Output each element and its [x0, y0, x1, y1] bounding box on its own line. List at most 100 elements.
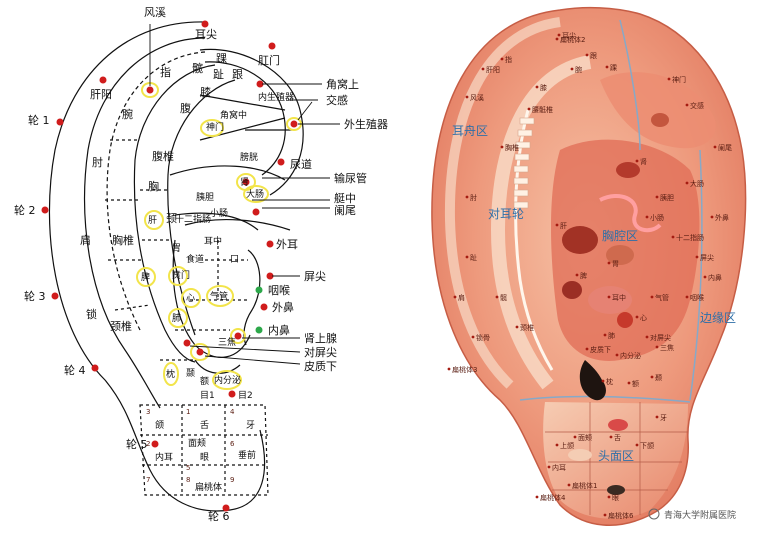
label-ya: 牙	[246, 420, 255, 431]
label-duipingjian: 对屏尖	[304, 345, 337, 359]
label-zhi-toe: 趾	[213, 67, 224, 81]
organ-intestine	[599, 194, 662, 233]
label-xin: 心	[186, 293, 195, 304]
label-jiaowo-shang: 角窝上	[326, 77, 359, 91]
lobe-num-9: 9	[230, 476, 234, 484]
intertragic	[194, 359, 241, 374]
label-chuiqian: 垂前	[238, 449, 256, 461]
small-label-44: 舌	[614, 433, 621, 442]
label-mu1: 目1	[200, 390, 215, 401]
organ-heart	[617, 312, 633, 328]
label-lun5: 轮 5	[126, 437, 148, 451]
small-dot-17	[607, 495, 611, 499]
organ-lung	[588, 286, 632, 314]
small-dot-31	[585, 53, 589, 57]
small-dot-44	[609, 435, 613, 439]
label-dachang: 大肠	[246, 188, 264, 200]
lobe-num-4: 4	[230, 408, 235, 416]
highlight-qiguan	[206, 285, 234, 307]
organ-stomach	[606, 245, 634, 265]
organ-spleen	[562, 281, 582, 299]
small-dot-8	[607, 261, 611, 265]
small-label-30: 趾	[470, 253, 477, 262]
small-dot-48	[607, 295, 611, 299]
small-label-1: 肝阳	[486, 65, 500, 74]
label-yanhou: 咽喉	[268, 284, 290, 297]
zone-divider-2	[689, 149, 703, 401]
small-label-22: 扁桃体3	[452, 365, 477, 374]
highlight-pi	[136, 267, 156, 287]
small-label-4: 肾	[640, 157, 647, 166]
lobe-num-3: 3	[146, 408, 150, 416]
small-dot-25	[500, 145, 504, 149]
label-kuan: 髋	[192, 61, 203, 75]
small-dot-1	[481, 67, 485, 71]
label-neibi: 内鼻	[268, 323, 290, 337]
small-label-24: 扁桃体6	[608, 511, 634, 520]
label-lun1: 轮 1	[28, 113, 50, 127]
label-mu2: 目2	[238, 390, 253, 401]
highlight-shenmen	[200, 119, 224, 137]
dot-shenshangxian	[234, 332, 242, 340]
upper-concha	[600, 72, 716, 149]
triangular-fossa-upper	[199, 94, 286, 111]
small-dot-36	[471, 335, 475, 339]
label-xiongzhui: 胸椎	[112, 233, 134, 247]
dot-mu2	[228, 390, 236, 398]
small-label-53: 内鼻	[708, 273, 722, 282]
antihelix-band	[490, 55, 592, 390]
highlight-shenshangxian	[230, 328, 246, 344]
leader-jiaogan	[288, 99, 318, 121]
dot-lun5	[151, 440, 159, 448]
label-pizhixia: 皮质下	[304, 360, 337, 373]
dot-lun1	[56, 118, 64, 126]
highlight-gan	[144, 210, 164, 230]
small-label-23: 扁桃体4	[540, 493, 566, 502]
label-neishengzhiqi: 内生殖器	[258, 91, 294, 103]
antihelix-inner	[167, 79, 236, 336]
label-mian: 面颊	[188, 437, 206, 449]
lobe-num-6: 6	[230, 440, 235, 448]
helix-outer-line	[48, 21, 266, 512]
small-dot-35	[453, 295, 457, 299]
label-waibi: 外鼻	[272, 300, 294, 314]
label-pingjian: 屏尖	[304, 270, 326, 283]
lobe-num-2: 2	[146, 440, 150, 448]
highlight-wei	[168, 266, 188, 286]
lobe-num-8: 8	[186, 476, 190, 484]
label-pangguang: 膀胱	[240, 151, 258, 163]
lobe-num-5: 5	[186, 464, 190, 472]
label-e: 额	[200, 375, 209, 387]
small-label-49: 屏尖	[700, 253, 714, 262]
small-label-41: 三焦	[660, 343, 674, 352]
small-dot-34	[465, 195, 469, 199]
small-label-51: 外鼻	[715, 213, 729, 222]
small-label-45: 牙	[660, 414, 667, 422]
label-xiong: 胸	[148, 179, 159, 193]
dot-neibi	[255, 326, 263, 334]
dot-jiaogan	[290, 120, 298, 128]
label-wan: 腕	[122, 107, 133, 121]
label-huai: 踝	[216, 52, 227, 65]
small-dot-45	[655, 415, 659, 419]
highlight-zhen	[163, 362, 179, 386]
antihelix-outer	[133, 64, 216, 363]
small-label-9: 心	[640, 314, 647, 322]
label-fuzhui: 腹椎	[152, 149, 174, 163]
small-dot-49	[695, 255, 699, 259]
label-shuniaoguan: 输尿管	[334, 171, 367, 185]
label-tingzhong: 艇中	[334, 191, 356, 205]
small-dot-23	[535, 495, 539, 499]
label-shenmen: 神门	[206, 121, 224, 133]
label-pi: 脾	[141, 271, 150, 283]
small-dot-14	[650, 375, 654, 379]
label-yishu: 胰胆	[196, 191, 214, 203]
small-label-5: 胰胆	[660, 193, 674, 202]
label-gan: 肝	[148, 215, 157, 226]
helix-top-arc	[199, 48, 304, 196]
label-neier: 内耳	[155, 451, 173, 463]
dot-shierzhichang	[252, 208, 260, 216]
label-biantaoti: 扁桃体	[195, 481, 222, 493]
small-point-labels: 耳尖肝阳神门交感肾胰胆肝脾胃心肺气管枕额颞皮质下内分泌眼内耳面颊扁桃体1扁桃体2…	[452, 31, 732, 520]
label-zhi: 指	[160, 65, 171, 79]
